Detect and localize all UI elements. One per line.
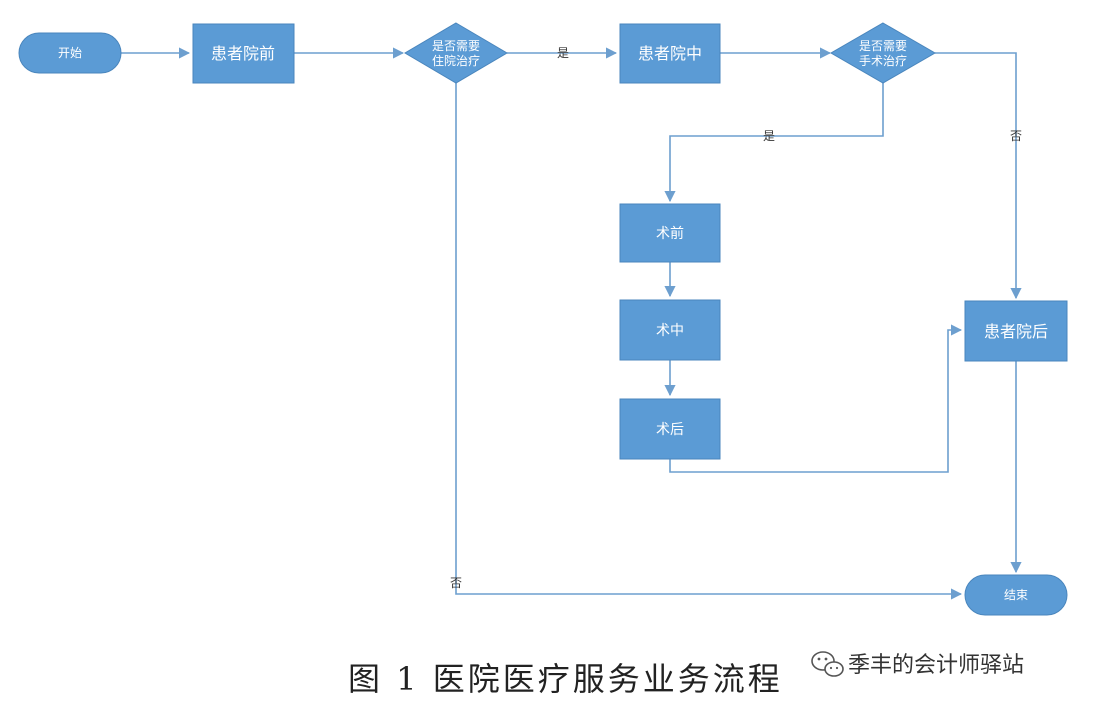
figure-caption: 图 1 医院医疗服务业务流程 [348,660,783,698]
watermark-text: 季丰的会计师驿站 [848,653,1024,678]
end-label: 结束 [1004,588,1028,602]
edge-label-admit-yes: 是 [557,46,569,60]
decision-admit-node [404,22,508,84]
post-op-node [619,398,721,460]
post-discharge-label: 患者院后 [984,322,1048,341]
pre-admission-label: 患者院前 [211,44,275,63]
end-node [964,574,1068,616]
edge-decision-admit-no-to-end [455,83,963,600]
in-hospital-label: 患者院中 [638,44,702,63]
pre-op-node [619,203,721,263]
decision-surgery-node [829,22,937,84]
decision-surgery-label-line2: 手术治疗 [859,54,907,68]
pre-admission-node [192,23,295,84]
pre-op-label: 术前 [656,225,684,242]
start-label: 开始 [58,46,82,60]
intra-op-label: 术中 [656,323,684,339]
decision-admit-label-line2: 住院治疗 [432,54,480,68]
in-hospital-node [619,23,721,84]
edge-post-op-to-post-discharge [669,324,963,473]
post-discharge-node [964,300,1068,362]
edge-decision-surgery-yes-to-pre-op [664,83,884,203]
edge-decision-surgery-no-to-post-discharge [935,52,1022,300]
edge-label-admit-no: 否 [450,576,462,590]
post-op-label: 术后 [656,422,684,438]
decision-surgery-label-line1: 是否需要 [859,39,907,53]
wechat-icon [811,651,844,677]
edge-label-surgery-no: 否 [1010,129,1022,143]
edge-label-surgery-yes: 是 [763,129,775,143]
start-node [18,32,122,74]
intra-op-node [619,299,721,361]
decision-admit-label-line1: 是否需要 [432,39,480,53]
